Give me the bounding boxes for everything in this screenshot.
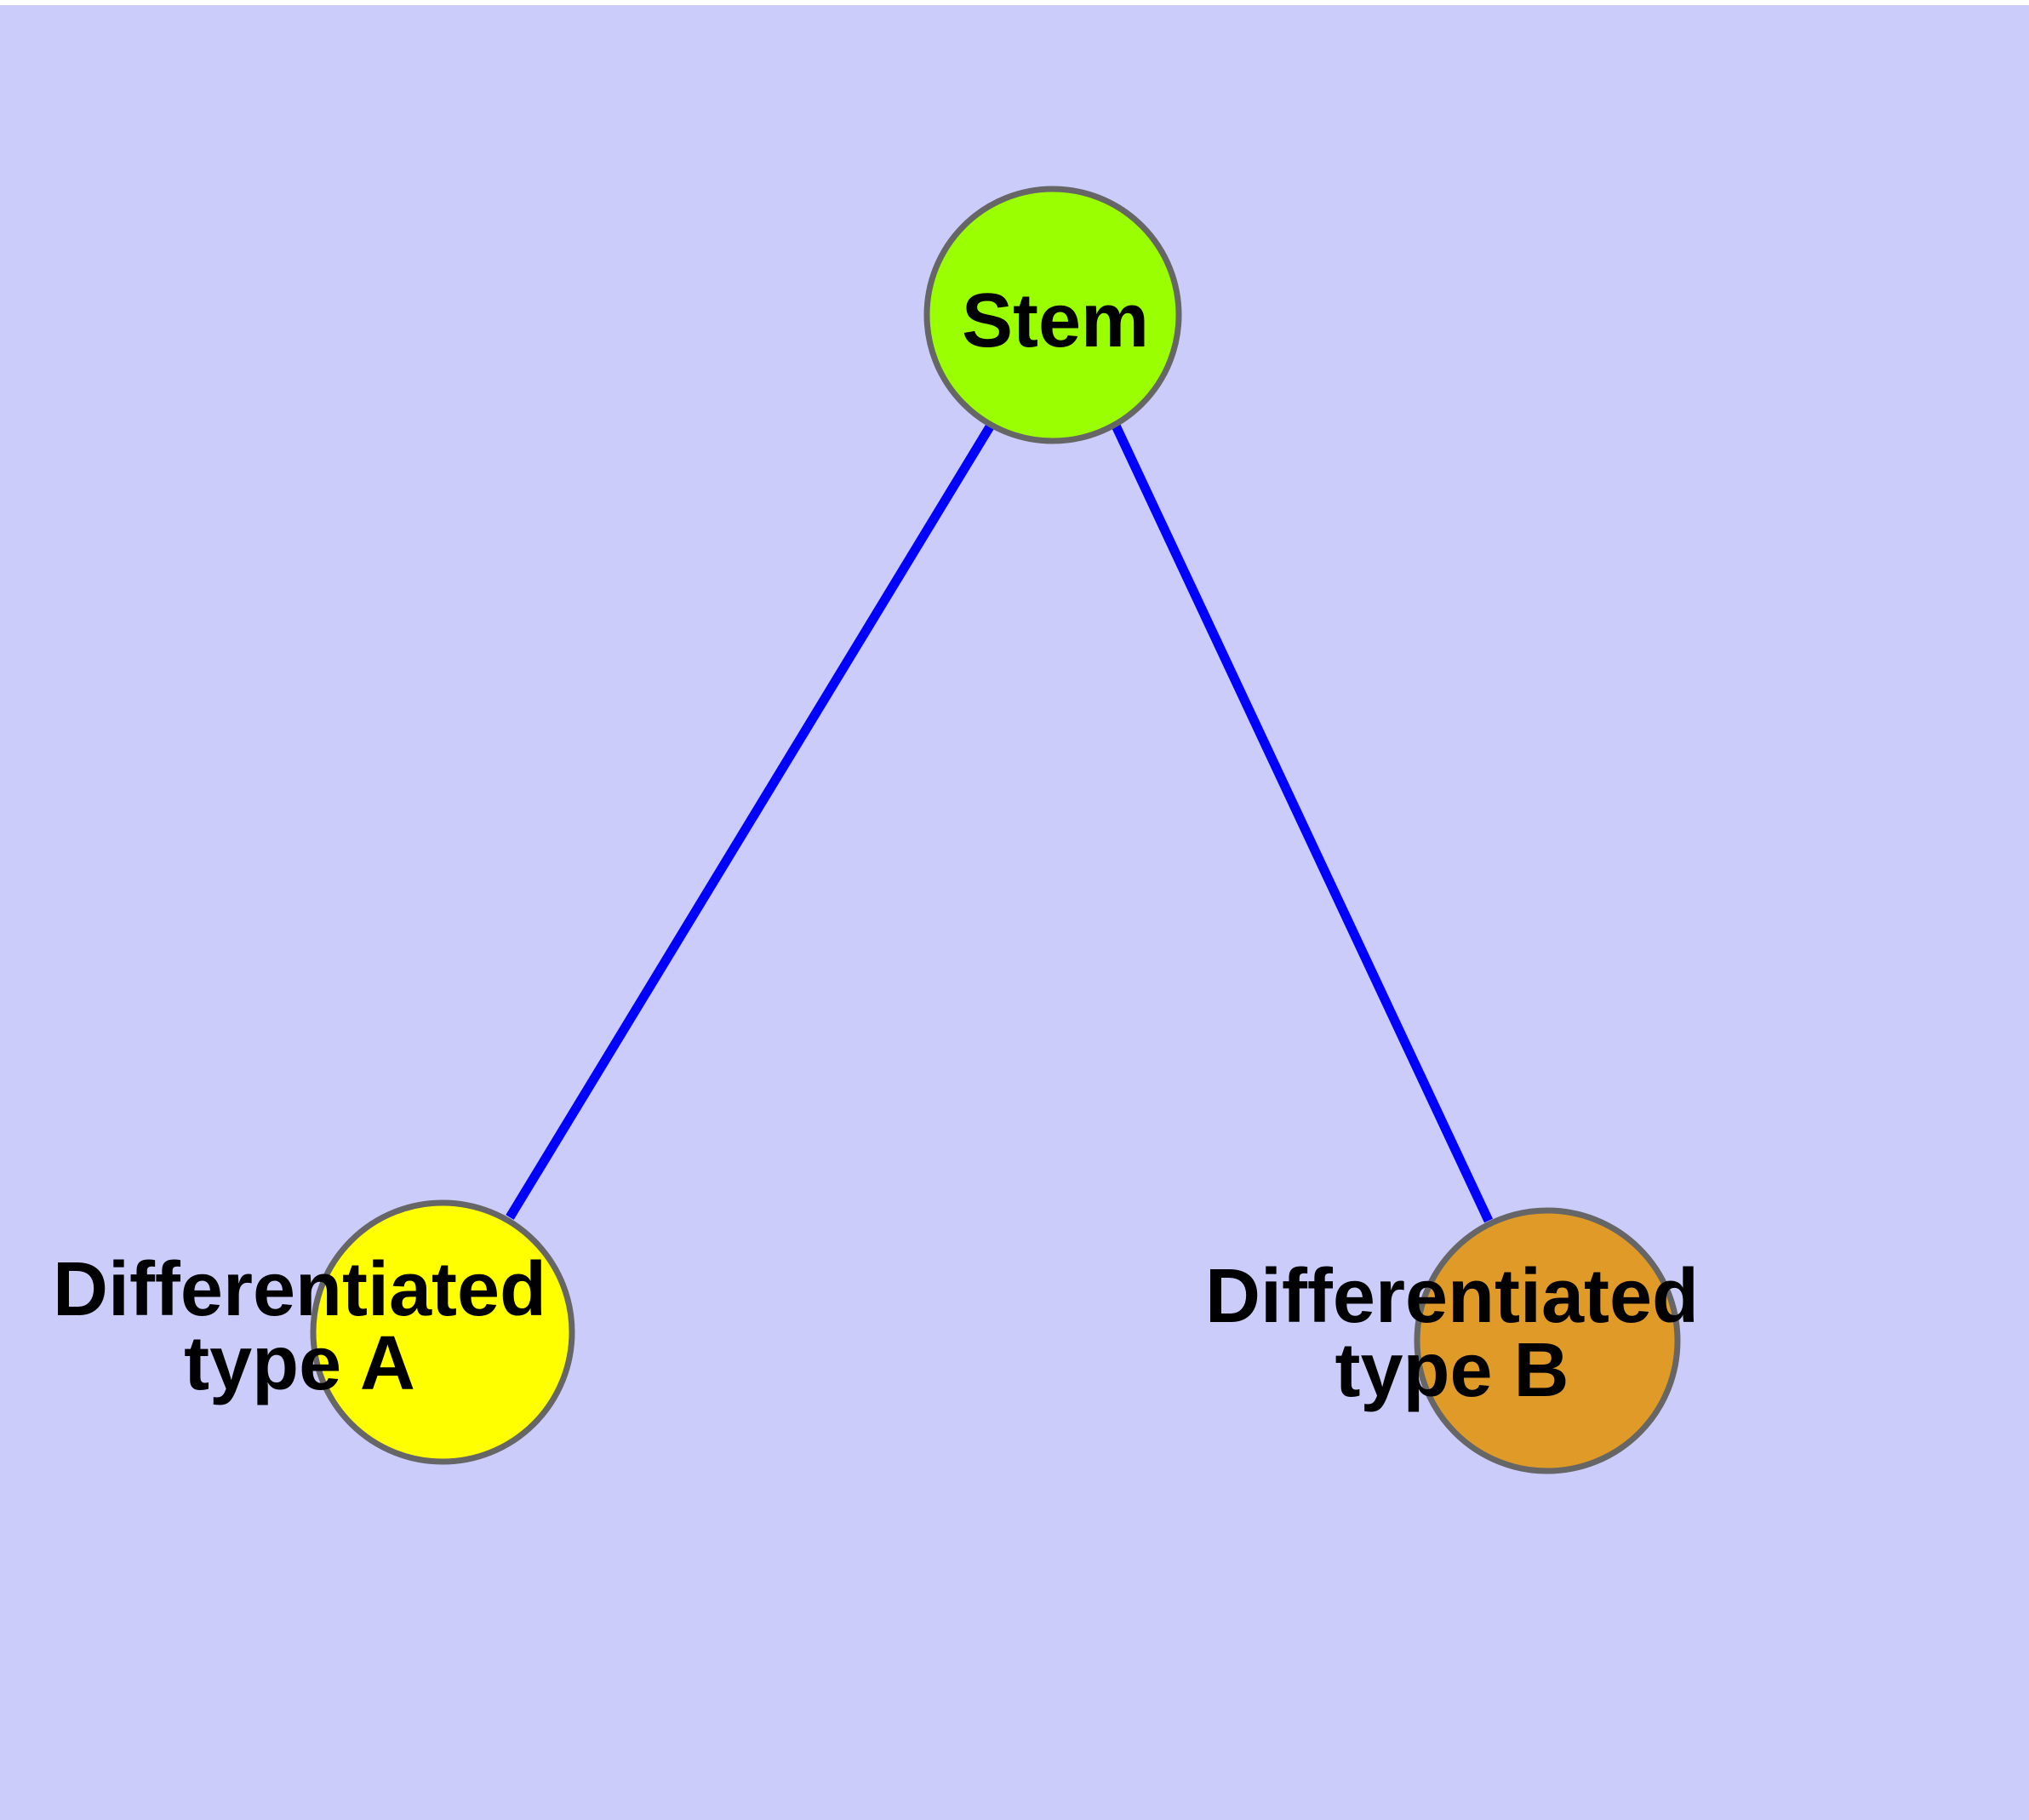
node-label-line: Differentiated xyxy=(53,1247,546,1332)
node-label-stem: Stem xyxy=(962,278,1149,363)
edge-stem-to-type-a[interactable] xyxy=(506,421,996,1220)
node-label-line: type A xyxy=(184,1321,415,1406)
edge-stem-to-type-b[interactable] xyxy=(1112,423,1493,1223)
edges-group xyxy=(506,421,1493,1223)
node-label-line: Differentiated xyxy=(1205,1254,1699,1339)
node-label-line: Stem xyxy=(962,278,1149,363)
nodes-group xyxy=(310,186,1681,1474)
node-circle-stem[interactable] xyxy=(923,186,1182,444)
node-circle-diff-type-b[interactable] xyxy=(1414,1207,1681,1474)
node-label-line: type B xyxy=(1335,1328,1569,1413)
node-circle-diff-type-a[interactable] xyxy=(310,1199,575,1465)
